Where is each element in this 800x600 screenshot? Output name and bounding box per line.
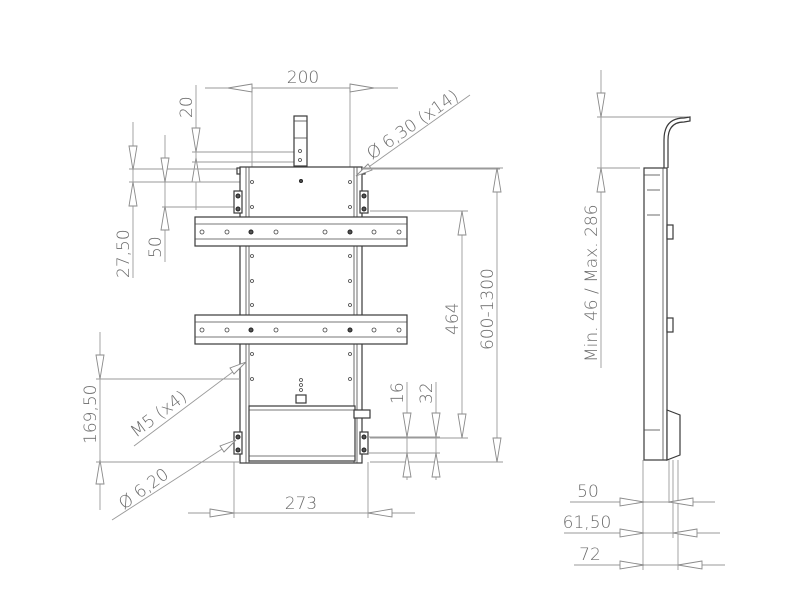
dimension-left-offsets: 27,50 50 <box>114 122 240 278</box>
leader-thread-spec: M5 (x4) <box>127 361 247 447</box>
bottom-housing <box>233 378 371 462</box>
front-view: 200 20 27,50 50 <box>81 68 503 521</box>
dimension-depths: 50 61,50 72 <box>563 460 725 570</box>
dimension-rail-spacing: 464 <box>370 210 468 439</box>
dim-label-bottom-offset-b: 32 <box>417 382 437 404</box>
dim-label-depth-b: 61,50 <box>563 513 612 533</box>
dim-label-height-range: 600-1300 <box>478 268 498 350</box>
dim-label-top-offset: 20 <box>177 96 197 118</box>
dim-label-lower-offset: 169,50 <box>81 385 101 444</box>
leader-hole-spec-top: Ø 6,30 (x14) <box>355 86 500 177</box>
dimension-bottom-offsets: 16 32 <box>368 382 441 480</box>
lower-rail <box>194 314 408 345</box>
dimension-top-offset: 20 <box>177 85 300 210</box>
dimension-bottom-width: 273 <box>188 462 415 518</box>
dim-label-depth-c: 72 <box>579 545 601 565</box>
dim-label-bottom-width: 273 <box>285 494 317 514</box>
label-thread-spec: M5 (x4) <box>127 387 191 442</box>
dim-label-depth-a: 50 <box>577 482 599 502</box>
dimension-lower-offset: 169,50 <box>81 332 240 510</box>
side-profile <box>643 116 691 461</box>
dim-label-bottom-offset-a: 16 <box>388 382 408 404</box>
top-tab <box>293 115 308 167</box>
dimension-height-range: 600-1300 <box>362 167 503 463</box>
dimension-top-width: 200 <box>205 68 398 170</box>
dim-label-left-offset-b: 50 <box>146 236 166 258</box>
dim-label-top-width: 200 <box>287 68 319 88</box>
dim-label-rail-spacing: 464 <box>443 303 463 335</box>
dimension-depth-range: Min. 46 / Max. 286 <box>582 70 688 368</box>
dim-label-depth-range: Min. 46 / Max. 286 <box>582 204 602 362</box>
leader-hole-spec-bottom: Ø 6,20 <box>111 439 237 521</box>
dim-label-left-offset-a: 27,50 <box>114 229 134 278</box>
label-hole-spec-bottom: Ø 6,20 <box>115 465 173 514</box>
side-view: Min. 46 / Max. 286 50 <box>563 70 725 570</box>
label-hole-spec-top: Ø 6,30 (x14) <box>363 86 462 164</box>
upper-rail <box>194 216 408 247</box>
